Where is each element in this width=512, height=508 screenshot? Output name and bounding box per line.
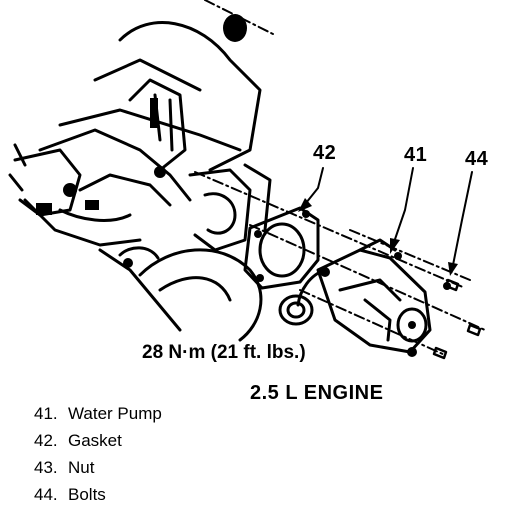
legend-number: 44.: [34, 485, 58, 504]
bolts-part-44: [432, 278, 482, 360]
legend-item: 44. Bolts: [34, 481, 162, 508]
parts-legend: 41. Water Pump 42. Gasket 43. Nut 44. Bolts: [34, 400, 162, 508]
gasket-part-42: [243, 206, 320, 290]
legend-number: 43.: [34, 458, 58, 477]
legend-number: 41.: [34, 404, 58, 423]
pump-bolt-heads: [320, 252, 416, 329]
callout-42: 42: [313, 142, 337, 164]
callout-44: 44: [465, 148, 489, 170]
engine-label: 2.5 L ENGINE: [250, 382, 384, 404]
legend-item: 42. Gasket: [34, 427, 162, 454]
legend-label: Water Pump: [68, 404, 162, 423]
legend-item: 41. Water Pump: [34, 400, 162, 427]
torque-spec: 28 N·m (21 ft. lbs.): [142, 342, 306, 363]
leader-arrowheads: [298, 198, 458, 276]
legend-label: Gasket: [68, 431, 122, 450]
engine-detail-fills: [36, 14, 247, 268]
legend-item: 43. Nut: [34, 454, 162, 481]
engine-block: [8, 21, 272, 342]
legend-label: Nut: [68, 458, 95, 477]
legend-number: 42.: [34, 431, 58, 450]
legend-label: Bolts: [68, 485, 106, 504]
gasket-bolt-holes: [254, 210, 310, 282]
water-pump-part-41: [278, 238, 432, 354]
callout-41: 41: [404, 144, 428, 166]
nut-part-43: [407, 282, 451, 357]
